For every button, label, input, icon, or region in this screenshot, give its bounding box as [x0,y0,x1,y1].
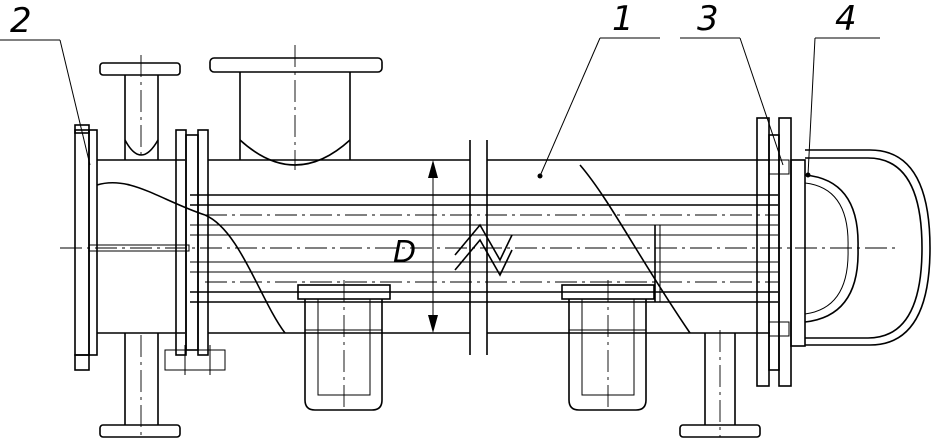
callout-3: 3 [680,0,784,166]
support-right [561,280,655,412]
callout-4: 4 [805,0,880,178]
callout-2: 2 [0,1,91,166]
dimension-d: D [393,160,438,333]
label-shell: 1 [612,0,634,39]
label-left-chamber: 2 [10,1,32,41]
chamber-top-nozzle [99,55,181,160]
label-tube-sheet: 3 [697,0,719,39]
support-left [297,280,391,412]
dimension-label: D [393,235,416,270]
left-chamber [74,124,209,371]
callout-1: 1 [537,0,660,179]
chamber-bottom-nozzle [99,333,226,438]
shell-top-nozzle [209,45,383,170]
tube-sheet [756,117,792,387]
tube-bundle [190,164,778,334]
label-floating-head: 4 [835,0,857,39]
floating-head [790,149,931,347]
shell-bottom-nozzle [679,330,761,438]
